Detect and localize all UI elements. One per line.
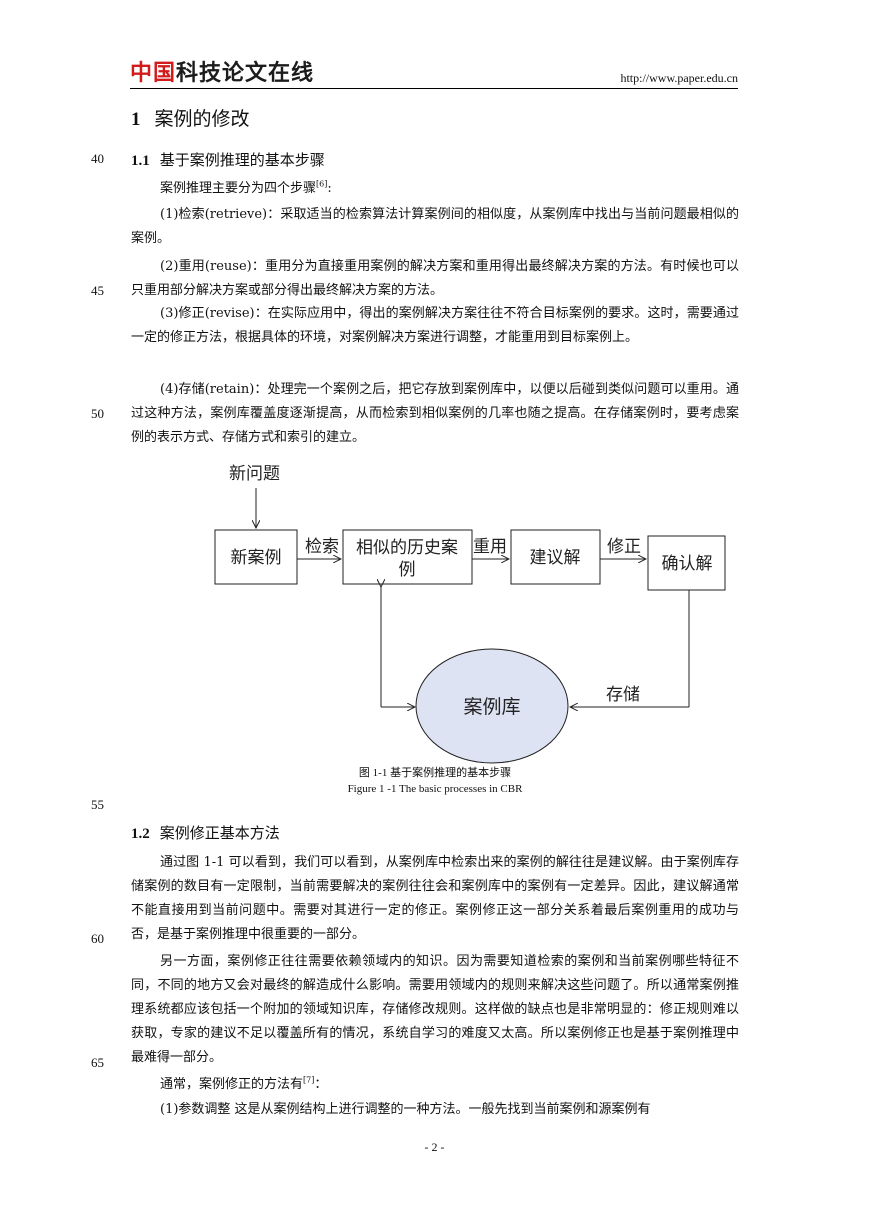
subsection-heading: 1.1 基于案例推理的基本步骤: [131, 149, 325, 172]
subsection-number: 1.1: [131, 153, 150, 169]
section-title-text: 案例的修改: [154, 108, 250, 130]
paragraph: (4)存储(retain)：处理完一个案例之后，把它存放到案例库中，以便以后碰到…: [131, 382, 739, 445]
line-number: 55: [91, 797, 104, 812]
journal-logo: 中国科技论文在线: [130, 60, 314, 88]
similar-case-label-1: 相似的历史案: [356, 538, 458, 558]
line-number: 45: [91, 283, 104, 298]
confirmed-solution-box: [647, 535, 726, 591]
case-base-label: 案例库: [463, 696, 520, 718]
revise-label: 修正: [607, 537, 641, 557]
paragraph: (1)检索(retrieve)：采取适当的检索算法计算案例间的相似度，从案例库中…: [131, 207, 739, 246]
paragraph: 另一方面，案例修正往往需要依赖领域内的知识。因为需要知道检索的案例和当前案例哪些…: [131, 954, 739, 1065]
logo-dark-text: 科技论文在线: [176, 61, 315, 86]
paragraph: 案例推理主要分为四个步骤[6]:: [160, 179, 332, 196]
suggested-solution-box: [510, 529, 601, 585]
similar-case-box: [342, 529, 473, 585]
similar-case-label-2: 例: [399, 560, 416, 580]
paragraph: 通过图 1-1 可以看到，我们可以看到，从案例库中检索出来的案例的解往往是建议解…: [131, 855, 739, 942]
page-number: - 2 -: [424, 1140, 445, 1154]
header-rule: [130, 88, 738, 89]
paragraph: (2)重用(reuse)：重用分为直接重用案例的解决方案和重用得出最终解决方案的…: [131, 259, 739, 298]
figure-caption-cn: 图 1-1 基于案例推理的基本步骤: [358, 767, 512, 779]
new-case-label: 新案例: [231, 548, 282, 568]
confirmed-solution-label: 确认解: [662, 554, 713, 574]
retrieve-label: 检索: [305, 537, 339, 557]
line-number: 60: [91, 931, 104, 946]
subsection-title: 基于案例推理的基本步骤: [159, 151, 325, 169]
paragraph: 通常，案例修正的方法有[7]：: [160, 1075, 328, 1092]
line-number: 40: [91, 151, 104, 166]
paragraph: (1)参数调整 这是从案例结构上进行调整的一种方法。一般先找到当前案例和源案例有: [160, 1102, 651, 1117]
citation[interactable]: [6]: [316, 179, 328, 189]
subsection-number: 1.2: [131, 826, 150, 842]
suggested-solution-label: 建议解: [530, 548, 581, 568]
case-base-ellipse: [415, 648, 569, 764]
citation[interactable]: [7]: [303, 1075, 315, 1085]
new-case-box: [214, 529, 298, 585]
new-problem-label: 新问题: [229, 464, 280, 484]
logo-red-text: 中国: [130, 61, 177, 86]
header-url[interactable]: http://www.paper.edu.cn: [620, 71, 738, 85]
reuse-label: 重用: [473, 537, 507, 557]
store-label: 存储: [606, 685, 640, 705]
figure-caption-en: Figure 1 -1 The basic processes in CBR: [347, 783, 523, 795]
subsection-heading: 1.2 案例修正基本方法: [131, 822, 280, 845]
section-number: 1: [131, 109, 141, 130]
line-number: 65: [91, 1055, 104, 1070]
subsection-title: 案例修正基本方法: [159, 824, 280, 842]
line-number: 50: [91, 406, 104, 421]
section-title: 1 案例的修改: [131, 106, 250, 133]
paragraph: (3)修正(revise)：在实际应用中，得出的案例解决方案往往不符合目标案例的…: [131, 306, 739, 345]
